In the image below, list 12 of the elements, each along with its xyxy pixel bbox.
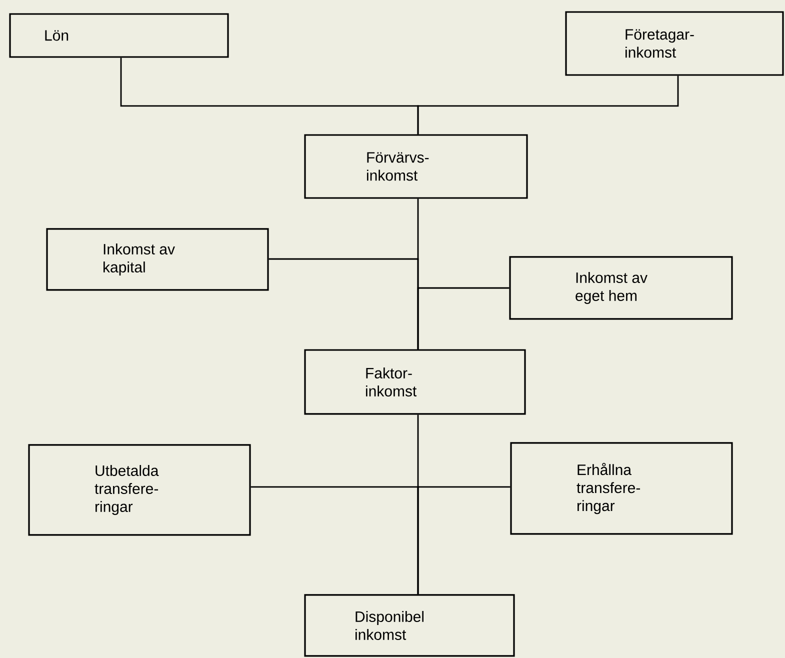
text-box: Lön: [9, 13, 229, 58]
text-box: Förvärvs- inkomst: [304, 134, 528, 199]
connector-line: [417, 486, 510, 594]
text-box: Erhållna transfere- ringar: [510, 442, 733, 535]
connector-line: [417, 76, 679, 134]
text-box: Utbetalda transfere- ringar: [28, 444, 251, 536]
text-box: Inkomst av kapital: [46, 228, 269, 291]
text-box: Företagar- inkomst: [565, 11, 784, 76]
text-box: Inkomst av eget hem: [509, 256, 733, 320]
text-box: Faktor- inkomst: [304, 349, 526, 415]
connector-line: [417, 287, 510, 350]
text-box: Disponibel inkomst: [304, 594, 515, 657]
